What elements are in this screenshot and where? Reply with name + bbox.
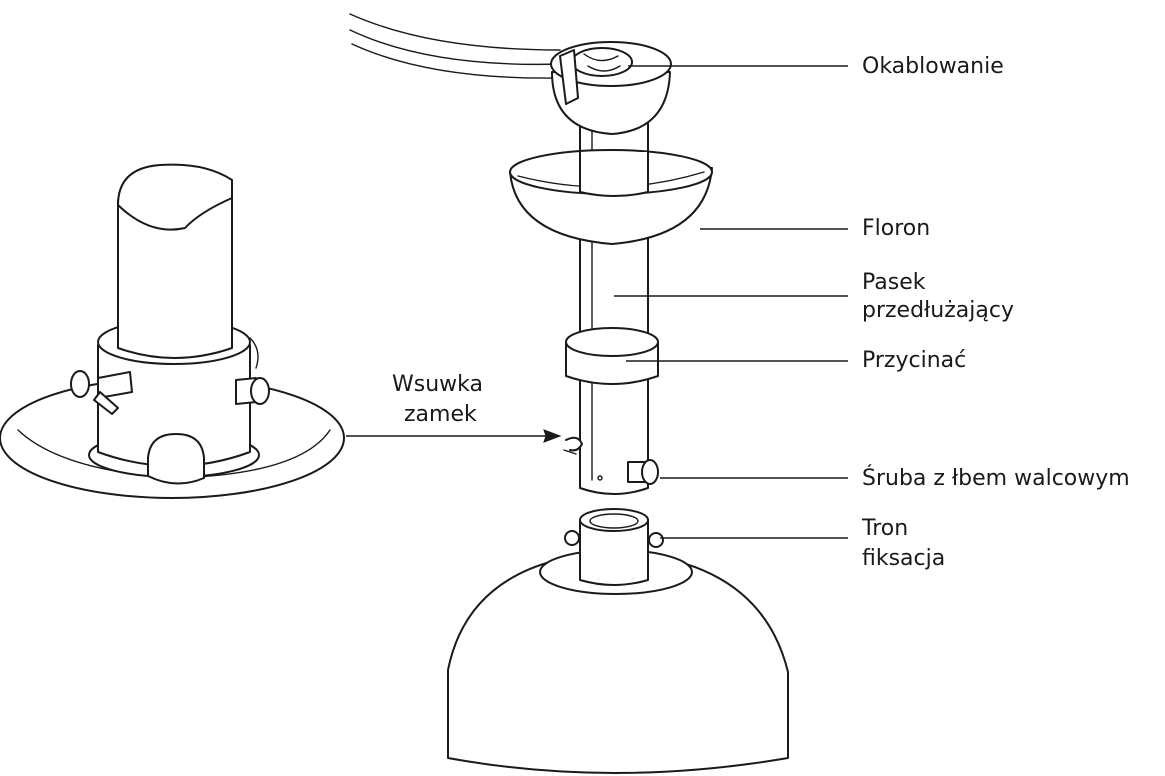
label-throne-fix-line1: Tron [862, 516, 909, 541]
label-extension-rod-line1: Pasek [862, 270, 926, 295]
trim-collar [565, 327, 659, 385]
wiring-hub [550, 41, 672, 135]
slide-lock-arrowhead [543, 429, 562, 443]
detail-wing-screw [70, 370, 133, 415]
label-slide-lock-line1: Wsuwka [392, 372, 483, 397]
slide-lock-pin [563, 436, 583, 455]
label-canopy: Floron [862, 216, 931, 241]
label-slide-lock-line2: zamek [404, 402, 477, 427]
leader-lines [346, 65, 848, 539]
detail-bracket-view [0, 163, 345, 499]
label-wiring: Okablowanie [862, 54, 1004, 79]
canopy-bowl [509, 149, 713, 245]
label-throne-fix-line2: fiksacja [862, 546, 946, 571]
label-extension-rod-line2: przedłużający [862, 298, 1014, 323]
label-cylinder-screw: Śruba z łbem walcowym [862, 466, 1130, 491]
detail-side-screw [235, 377, 270, 405]
exploded-assembly [349, 13, 789, 774]
cylinder-screw [627, 459, 659, 485]
motor-housing [447, 508, 789, 774]
wiring-cables [349, 13, 563, 79]
label-trim: Przycinać [862, 348, 967, 373]
